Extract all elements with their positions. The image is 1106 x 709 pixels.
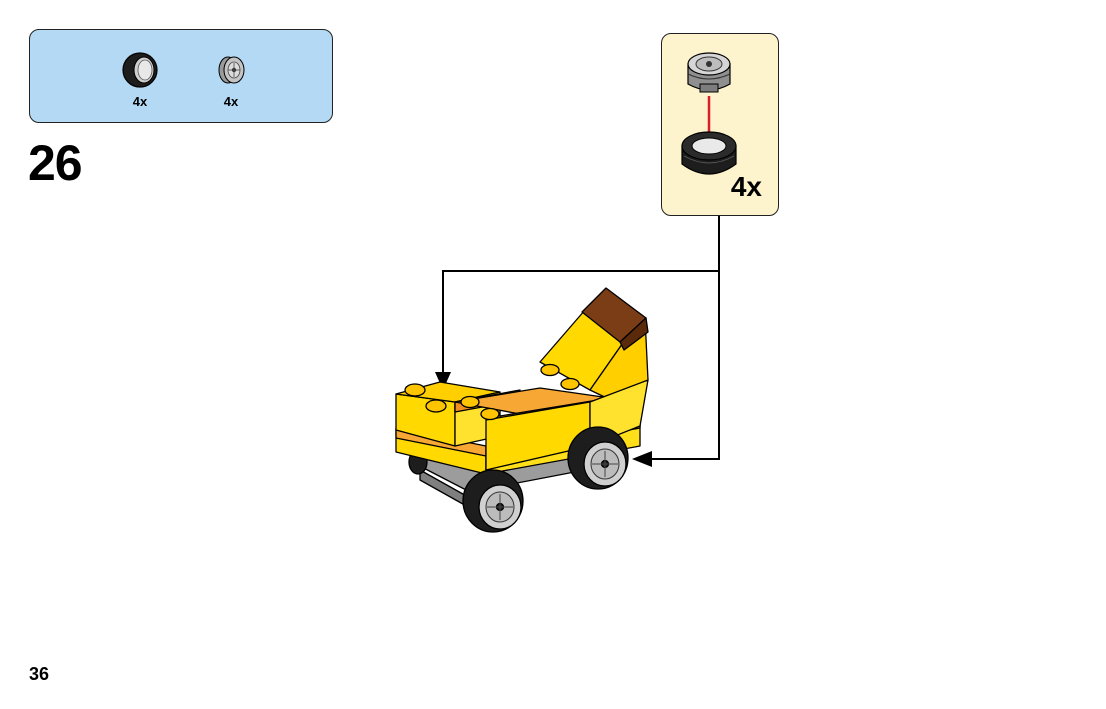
step-number: 26 (28, 135, 83, 191)
parts-item-wheel-rim: 4x (206, 48, 256, 109)
wheel-front (462, 469, 524, 533)
parts-list-panel: 4x 4x (29, 29, 333, 123)
tire-icon (122, 52, 158, 88)
page-number: 36 (29, 664, 50, 684)
rim-icon (687, 52, 731, 93)
parts-item-wheel-rim-quantity: 4x (223, 94, 239, 109)
parts-item-tire-quantity: 4x (132, 94, 148, 109)
wheel-rim-icon (218, 56, 245, 84)
wheel-back (567, 426, 629, 490)
wheel-assembly-illustration (681, 52, 737, 175)
tire-icon (681, 131, 737, 175)
brick-studs (404, 363, 580, 421)
callout-quantity: 4x (730, 171, 762, 202)
subassembly-callout: 4x (661, 33, 779, 216)
parts-item-tire: 4x (115, 48, 165, 109)
car-model (395, 287, 649, 533)
callout-pointer-lines (435, 216, 720, 467)
